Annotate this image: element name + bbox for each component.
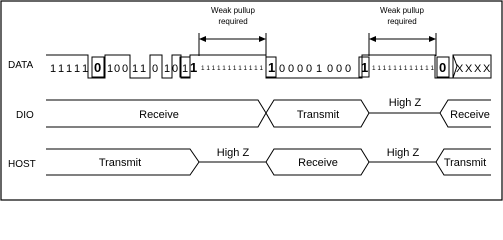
data-bit: 0	[297, 63, 303, 75]
data-bit: 1	[82, 63, 88, 75]
pullup-right-line-2: required	[387, 17, 416, 26]
pullup-annotation-left: Weak pullup required	[198, 6, 267, 56]
host-state-transmit: Transmit	[444, 157, 486, 169]
data-bit: 1	[182, 63, 188, 75]
dio-state-transmit: Transmit	[297, 109, 339, 121]
data-bit: 1	[58, 63, 64, 75]
data-bit-x: X	[474, 63, 482, 75]
data-bit: 1	[132, 63, 138, 75]
pullup-annotation-right: Weak pullup required	[368, 6, 437, 56]
data-bit-x: X	[483, 63, 491, 75]
host-state-receive: Receive	[298, 157, 338, 169]
data-bit-bold: 0	[94, 60, 101, 75]
data-bit-bold: 1	[190, 60, 197, 75]
host-state-transmit: Transmit	[99, 157, 141, 169]
data-bit: 1	[66, 63, 72, 75]
data-bit: 0	[122, 63, 128, 75]
dio-state-labels: Receive Transmit High Z Receive	[139, 97, 490, 121]
signal-label-dio: DIO	[16, 110, 34, 121]
data-bit: 0	[152, 63, 158, 75]
data-pullup-dots-right: 1 1 1 1 1 1 1 1 1 1 1 1	[372, 66, 435, 72]
data-bit-x: X	[465, 63, 473, 75]
data-bit: 0	[336, 63, 342, 75]
host-state-high-z: High Z	[217, 147, 250, 159]
data-bit-bold: 1	[361, 60, 368, 75]
dio-state-high-z: High Z	[389, 97, 422, 109]
data-bit-bold: 1	[268, 60, 275, 75]
data-bit: 1	[74, 63, 80, 75]
data-bit: 1	[140, 63, 146, 75]
data-bit-bold: 0	[439, 60, 446, 75]
data-waveform	[46, 54, 492, 79]
signal-label-host: HOST	[8, 159, 36, 170]
data-bit: 0	[114, 63, 120, 75]
data-bit: 0	[306, 63, 312, 75]
host-state-high-z: High Z	[387, 147, 420, 159]
data-pullup-dots-left: 1 1 1 1 1 1 1 1 1 1 1 1	[201, 66, 264, 72]
signal-label-data: DATA	[8, 60, 34, 71]
diagram-frame	[0, 0, 503, 201]
data-bit: 0	[279, 63, 285, 75]
pullup-left-line-1: Weak pullup	[211, 6, 255, 15]
data-bit: 0	[327, 63, 333, 75]
data-bit-x: X	[456, 63, 464, 75]
data-bit: 1	[50, 63, 56, 75]
pullup-left-line-2: required	[218, 17, 247, 26]
timing-diagram: DATA DIO HOST Weak pullup required Weak …	[0, 0, 503, 201]
data-bits: 1 1 1 1 1 0 1 0 0 1 1 0 1 0 1 1 1 1 1 1 …	[50, 60, 491, 75]
dio-waveform	[46, 99, 491, 128]
dio-state-receive: Receive	[450, 109, 490, 121]
data-bit: 0	[345, 63, 351, 75]
data-bit: 0	[172, 63, 178, 75]
host-waveform	[46, 148, 491, 176]
data-bit: 1	[164, 63, 170, 75]
pullup-right-line-1: Weak pullup	[380, 6, 424, 15]
data-bit: 1	[107, 63, 113, 75]
host-state-labels: Transmit High Z Receive High Z Transmit	[99, 147, 486, 169]
data-bit: 0	[288, 63, 294, 75]
data-bit: 1	[316, 63, 322, 75]
dio-state-receive: Receive	[139, 109, 179, 121]
